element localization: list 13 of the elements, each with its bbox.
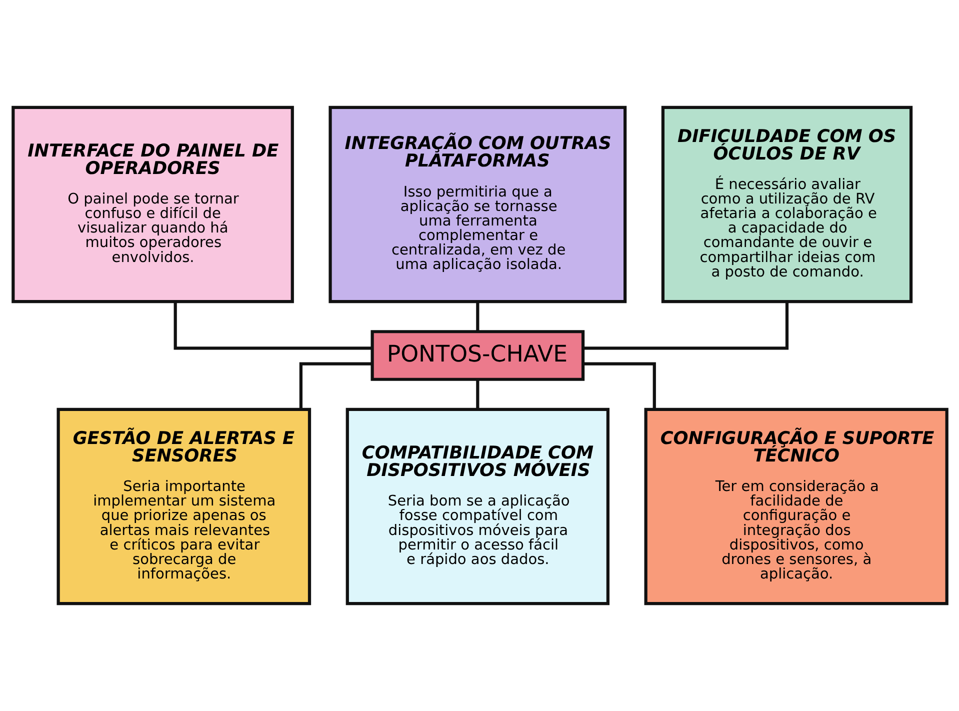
node-box: GESTÃO DE ALERTAS E SENSORES Seria importante implementar um sistema que priorize apenas os alertas mais relevantes e críticos para evitar sobrecarga de informações. — [56, 408, 311, 606]
connector — [298, 362, 372, 410]
node-box: INTEGRAÇÃO COM OUTRAS PLATAFORMAS Isso permitiria que a aplicação se tornasse uma ferramenta complementar e centralizada, em vez de uma aplicação isolada. — [328, 106, 626, 304]
connector — [582, 302, 788, 350]
connector — [583, 362, 656, 410]
connector — [476, 302, 479, 332]
node-box: INTERFACE DO PAINEL DE OPERADORES O painel pode se tornar confuso e difícil de visualizar quando há muitos operadores envolvidos. — [11, 106, 294, 304]
node-box: DIFICULDADE COM OS ÓCULOS DE RV É necessário avaliar como a utilização de RV afetaria a colaboração e a capacidade do comandante de ouvir e compartilhar ideias com a posto de comando. — [660, 106, 912, 304]
connector — [173, 302, 372, 350]
node-box: CONFIGURAÇÃO E SUPORTE TÉCNICO Ter em consideração a facilidade de configuração e integração dos dispositivos, como drones e sensores, à aplicação. — [644, 408, 948, 606]
node-box: PONTOS-CHAVE — [370, 330, 584, 381]
node-box: COMPATIBILIDADE COM DISPOSITIVOS MÓVEIS Seria bom se a aplicação fosse compatível com dispositivos móveis para permitir o acesso fácil e rápido aos dados. — [345, 408, 609, 606]
connector — [476, 379, 479, 410]
